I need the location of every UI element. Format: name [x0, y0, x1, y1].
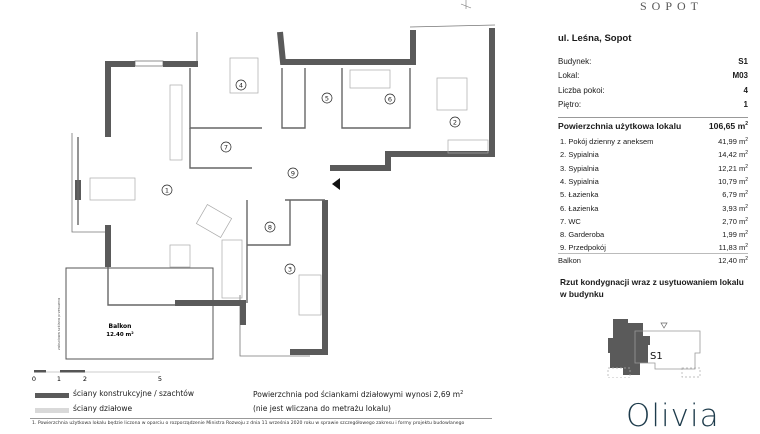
room-number: 7: [224, 143, 228, 151]
legend-structural-label: ściany konstrukcyjne / szachtów: [73, 389, 195, 398]
info-row: Lokal:M03: [558, 71, 748, 81]
divider: [30, 418, 492, 419]
svg-text:0: 0: [32, 375, 36, 383]
room-number-circle: [449, 116, 461, 128]
room-number-circle: [235, 79, 247, 91]
balcony-outline: [65, 267, 214, 360]
legend-structural-swatch: [35, 393, 69, 398]
room-number-circle: [264, 221, 276, 233]
scale-bar: 0 1 2 5: [32, 370, 162, 383]
legend-partition-label: ściany działowe: [73, 404, 133, 413]
room-number: 4: [239, 81, 243, 89]
room-number-circle: [284, 263, 296, 275]
balcony-area: 12.40 m2: [106, 331, 134, 338]
partition-walls: [77, 68, 411, 306]
keyplan: S1: [607, 319, 701, 378]
room-number: 8: [268, 223, 272, 231]
address: ul. Leśna, Sopot: [558, 33, 632, 44]
structural-walls: [75, 28, 495, 355]
room-number: 5: [325, 94, 329, 102]
room-number: 6: [388, 95, 392, 103]
entrance-arrow-icon: [332, 178, 340, 190]
room-number: 1: [165, 186, 169, 194]
info-row: Liczba pokoi:4: [558, 85, 748, 95]
window-lines: [71, 24, 496, 357]
info-row: Budynek:S1: [558, 57, 748, 66]
room-number: 2: [453, 118, 457, 126]
floor-plan: 1 2 3 4 5 6 7 8 9 Balkon 12.40 m2 zabudowa szkla…: [32, 0, 496, 383]
info-row: Piętro:1: [558, 100, 748, 110]
svg-text:5: 5: [158, 375, 162, 383]
room-number-circle: [220, 141, 232, 153]
olivia-logo: Olivia: [626, 398, 720, 434]
room-number-circle: [321, 92, 333, 104]
glass-note: zabudowa szklana przesuwna: [57, 298, 61, 350]
balcony-label: Balkon: [109, 323, 132, 330]
partition-area-note: Powierzchnia pod ściankami działowymi wy…: [253, 390, 464, 399]
furniture: [89, 57, 489, 316]
svg-text:1: 1: [57, 375, 61, 383]
room-number: 3: [288, 265, 292, 273]
room-number-circle: [287, 167, 299, 179]
partition-area-note-2: (nie jest wliczana do metrażu lokalu): [253, 404, 391, 413]
room-number-circle: [161, 184, 173, 196]
room-number: 9: [291, 169, 295, 177]
footnote: 1. Powierzchnia użytkowa lokalu będzie l…: [32, 421, 465, 426]
city-wordmark: SOPOT: [640, 0, 704, 13]
legend-partition-swatch: [35, 408, 69, 413]
room-number-circle: [384, 93, 396, 105]
compass-icon: [460, 0, 472, 9]
keyplan-building-label: S1: [650, 351, 663, 362]
svg-text:2: 2: [83, 375, 87, 383]
keyplan-title: Rzut kondygnacji wraz z usytuowaniem lok…: [560, 277, 744, 299]
